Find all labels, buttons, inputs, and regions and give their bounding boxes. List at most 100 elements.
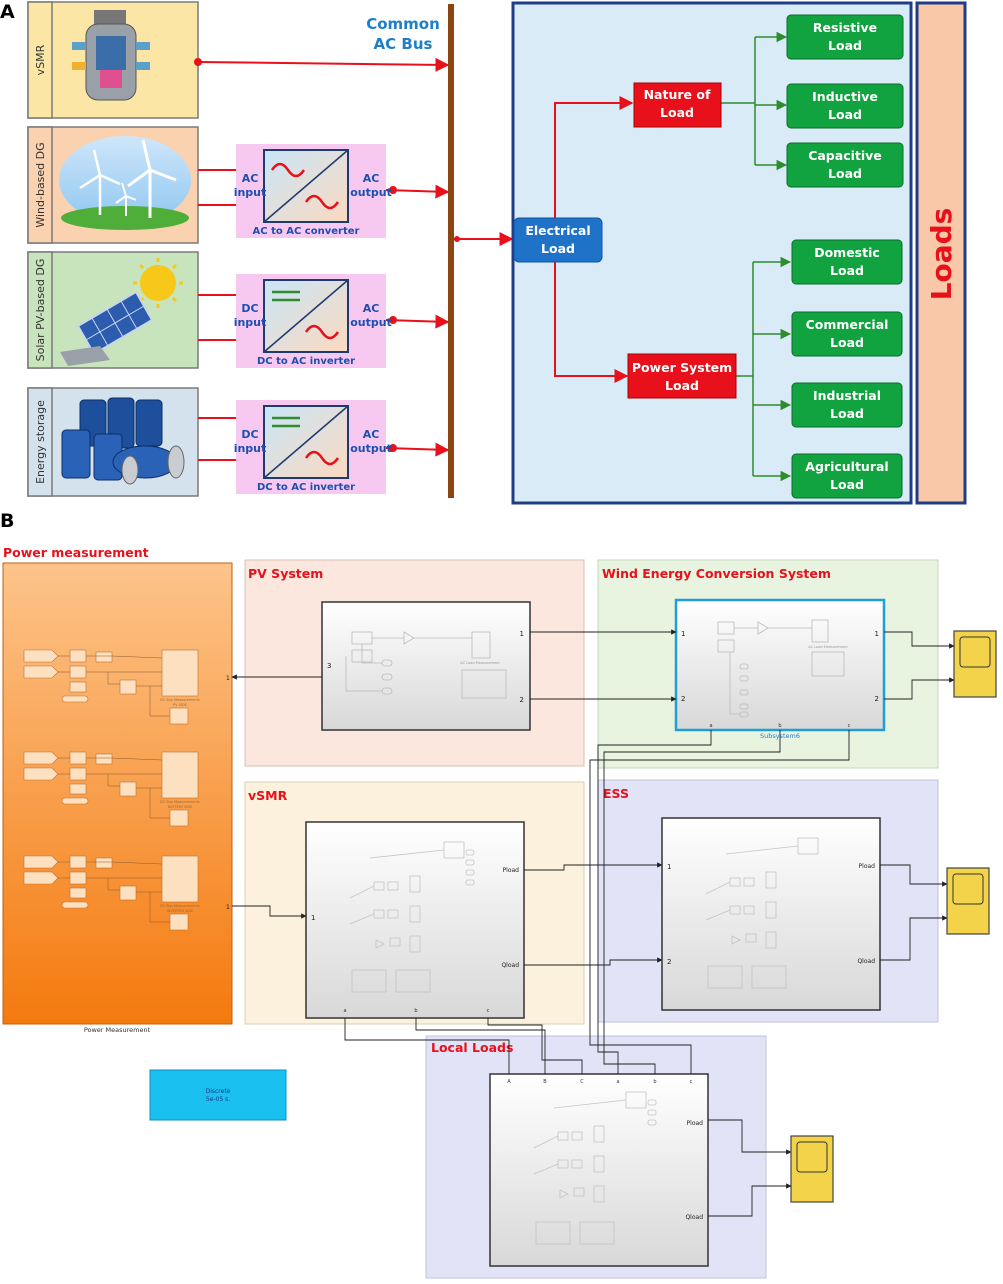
source-label-storage: Energy storage: [34, 400, 47, 484]
power-measurement-block: [2, 562, 233, 1025]
pm-product-block: [119, 679, 137, 695]
port-label: 1: [875, 630, 879, 638]
converter-input-label: AC: [242, 172, 259, 185]
pm-product-block: [119, 781, 137, 797]
pm-wire: [86, 757, 163, 761]
port-label: 1: [226, 904, 230, 911]
pm-wire: [86, 655, 163, 659]
domestic-load-box: Domestic Load: [791, 239, 903, 285]
converter-ac-ac: AC input AC output AC to AC converter: [234, 144, 392, 238]
vsmr-subsystem-block: 1 Pload Qload a b c: [305, 821, 525, 1019]
source-vsmr: vSMR: [27, 1, 199, 119]
pm-goto-block: [61, 695, 89, 703]
pm-input-tag: [23, 871, 59, 885]
port-label: c: [848, 723, 851, 729]
port-label: 2: [875, 695, 879, 703]
power-system-load-label: Power System: [632, 360, 732, 375]
resistive-load-box: Resistive Load: [786, 14, 904, 60]
port-label: Qload: [685, 1214, 703, 1221]
pv-inner-caption: AC Load Measurement: [460, 661, 500, 665]
port-label: Pload: [859, 863, 876, 870]
converter-output-label: AC: [363, 302, 380, 315]
pm-block-caption: DC Bus Measurements: [160, 698, 200, 702]
converter-input-label: input: [234, 316, 267, 329]
ess-subsystem-block: 1 2 Pload Qload: [661, 817, 881, 1011]
source-label-wind: Wind-based DG: [34, 142, 47, 227]
wind-turbine-icon: [59, 136, 191, 230]
load-type-label: Load: [830, 406, 864, 421]
converter-dc-ac-storage: DC input AC output DC to AC inverter: [234, 400, 392, 494]
pm-wire: [149, 686, 170, 717]
port-label: 1: [520, 630, 524, 638]
port-label: c: [690, 1079, 693, 1085]
converter-caption: DC to AC inverter: [257, 356, 355, 367]
converter-input-label: input: [234, 186, 267, 199]
pm-sensor-block: [69, 783, 87, 795]
panel-b-label: B: [0, 510, 14, 532]
source-storage: Energy storage: [27, 387, 199, 497]
local-loads-scope-icon: [790, 1135, 834, 1203]
pm-gain-block: [95, 753, 113, 765]
port-label: a: [616, 1079, 619, 1085]
loads-banner: Loads: [915, 1, 967, 505]
power-system-load-label: Load: [665, 378, 699, 393]
port-label: C: [580, 1079, 584, 1085]
bus-label: AC Bus: [374, 35, 433, 53]
local-loads-subsystem-block: A B C a b c Pload Qload: [489, 1073, 709, 1267]
pm-block-caption: DC Bus Measurements: [160, 800, 200, 804]
port-label: Pload: [503, 867, 520, 874]
port-label: b: [778, 723, 781, 729]
nature-of-load-label: Nature of: [644, 87, 711, 102]
load-type-label: Load: [828, 38, 862, 53]
capacitive-load-box: Capacitive Load: [786, 142, 904, 188]
pm-product-block: [119, 885, 137, 901]
vsmr-title: vSMR: [248, 788, 288, 803]
port-label: 1: [311, 914, 315, 922]
industrial-load-box: Industrial Load: [791, 382, 903, 428]
simulink-signal-lines: 1 1: [226, 629, 955, 1217]
pm-display-block: [161, 855, 199, 903]
load-type-label: Commercial: [806, 317, 889, 332]
pm-gain-block: [95, 651, 113, 663]
converter-dc-ac-pv: DC input AC output DC to AC inverter: [234, 274, 392, 368]
pm-sensor-block: [69, 767, 87, 781]
local-loads-title: Local Loads: [431, 1040, 513, 1055]
inductive-load-box: Inductive Load: [786, 83, 904, 129]
pm-wire: [107, 672, 120, 685]
pm-block-caption: DC Bus Measurements: [160, 904, 200, 908]
converter-output-label: AC: [363, 172, 380, 185]
panel-a-label: A: [0, 1, 15, 23]
wind-scope-icon: [953, 630, 997, 698]
wind-subsystem-block: 1 2 1 2 a b c AC Load Measurement Subsys…: [674, 598, 886, 740]
port-label: b: [414, 1008, 417, 1014]
port-label: 2: [681, 695, 685, 703]
pm-display-block: [169, 809, 189, 827]
powergui-text: 5e-05 s.: [206, 1096, 230, 1103]
commercial-load-box: Commercial Load: [791, 311, 903, 357]
port-label: a: [343, 1008, 346, 1014]
pm-sensor-block: [69, 887, 87, 899]
agricultural-load-box: Agricultural Load: [791, 453, 903, 499]
pm-wire: [86, 861, 163, 865]
port-label: B: [543, 1079, 547, 1085]
port-label: b: [653, 1079, 656, 1085]
pm-block-caption: INVERTER SIDE: [167, 909, 194, 913]
converter-input-label: input: [234, 442, 267, 455]
load-type-label: Domestic: [814, 245, 880, 260]
pm-sensor-block: [69, 751, 87, 765]
port-label: Qload: [501, 962, 519, 969]
pm-sensor-block: [69, 665, 87, 679]
pm-input-tag: [23, 649, 59, 663]
pm-wire: [107, 878, 120, 891]
load-tree-red: [554, 96, 634, 383]
pm-wire: [149, 892, 170, 923]
solar-panel-icon: [60, 258, 183, 366]
load-type-label: Load: [828, 107, 862, 122]
ess-scope-icon: [946, 867, 990, 935]
electrical-load-box: Electrical Load: [513, 217, 603, 263]
pm-input-tag: [23, 767, 59, 781]
converter-input-label: DC: [241, 302, 258, 315]
port-label: 2: [667, 958, 671, 966]
